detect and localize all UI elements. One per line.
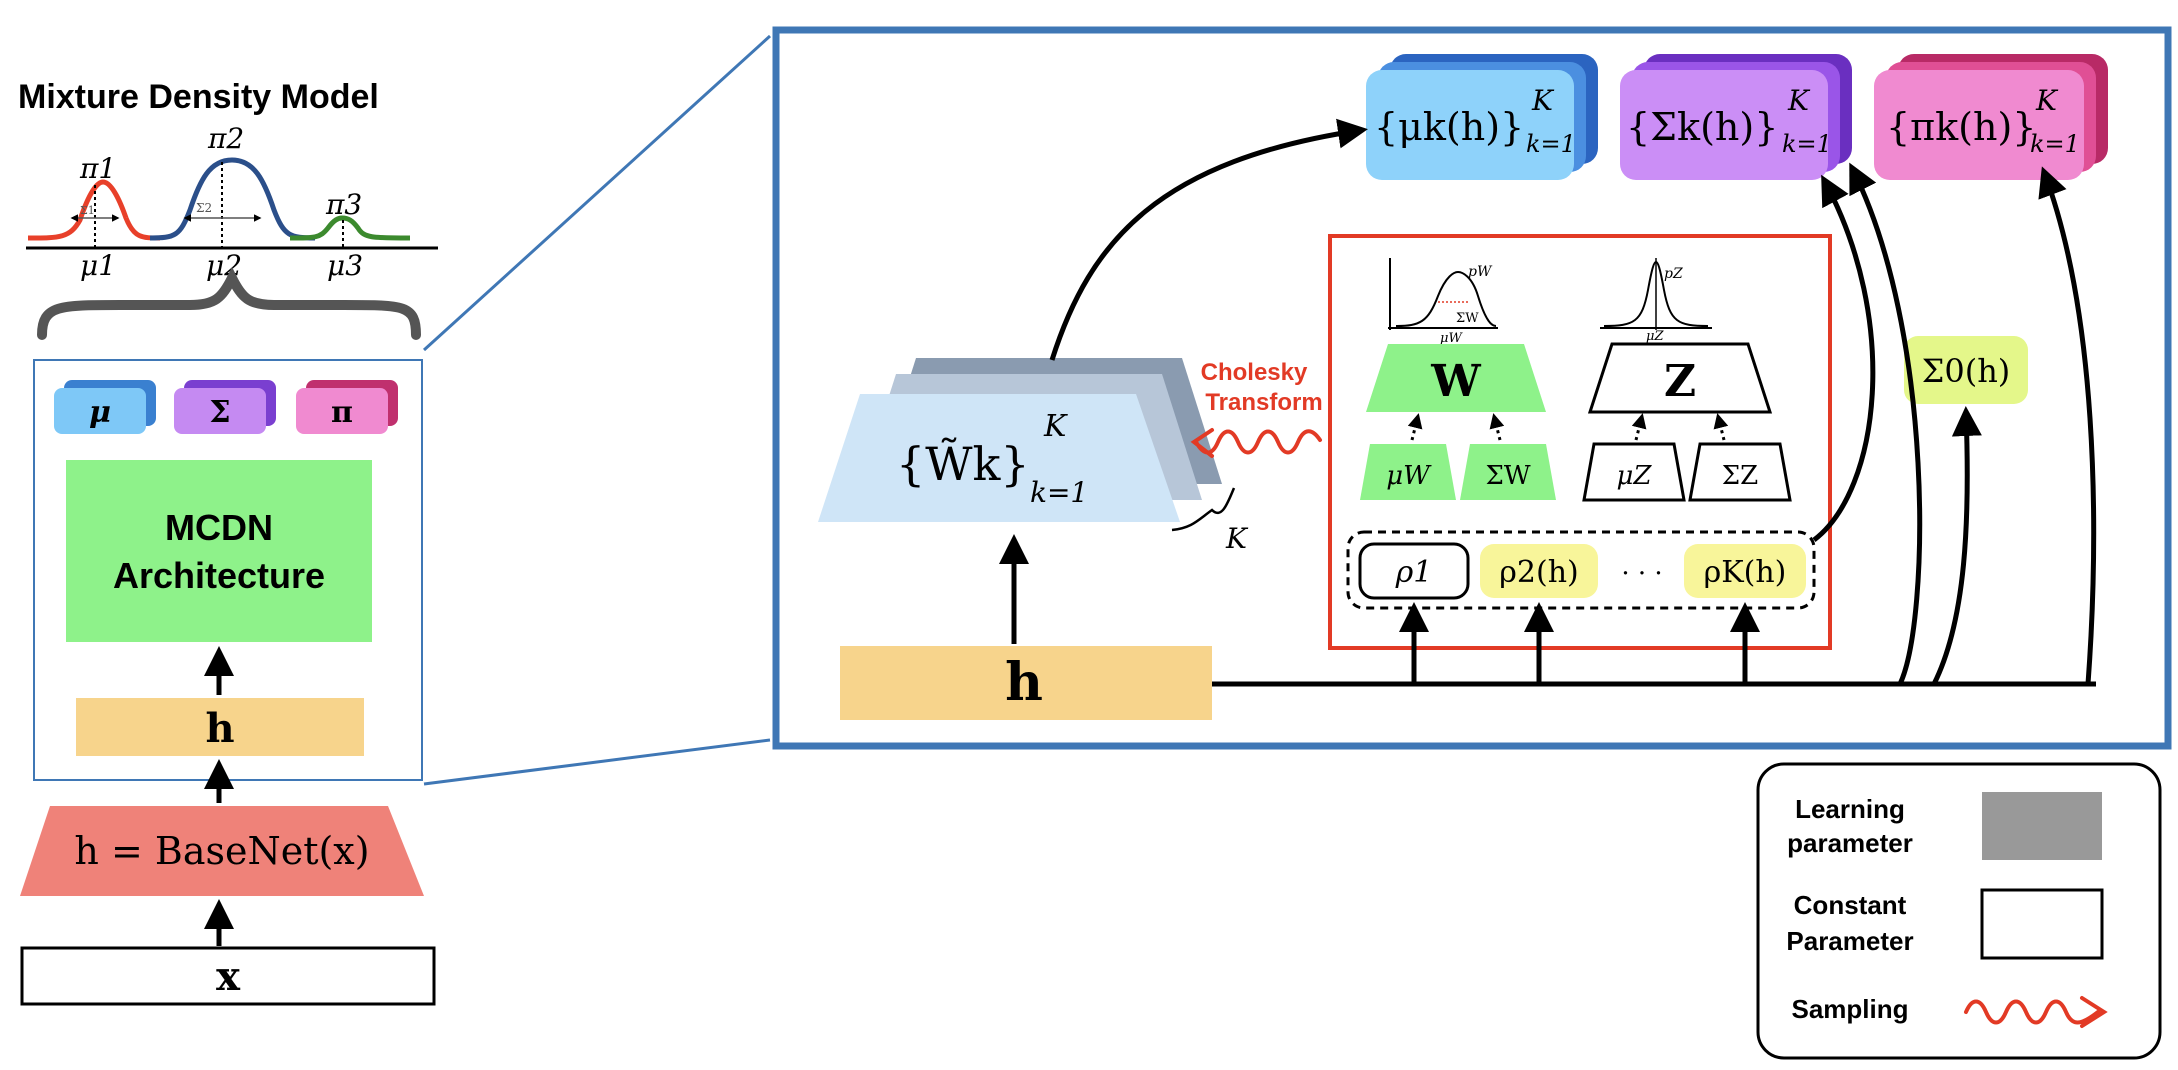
- z-distribution-plot: pZ μZ: [1600, 258, 1712, 344]
- legend-sampling-label: Sampling: [1791, 994, 1908, 1024]
- basenet-block: [20, 806, 424, 896]
- sigma-output-sub: k=1: [1782, 130, 1832, 158]
- sigma0-block: [1904, 336, 2028, 404]
- mixture-title: Mixture Density Model: [18, 78, 379, 116]
- gaussian-curve-3: [289, 215, 411, 241]
- rho-group: [1346, 530, 1816, 610]
- mu-output-label: {μk(h)}: [1374, 105, 1524, 149]
- w-label: W: [1430, 356, 1481, 407]
- rho-dots: · · ·: [1621, 559, 1662, 589]
- arrow-weights-to-mu: [1049, 118, 1368, 361]
- pi-label-2: π2: [207, 122, 244, 155]
- mu-output-tile: {μk(h)} K k=1: [1366, 54, 1598, 180]
- sigma-w-label: ΣW: [1485, 461, 1530, 491]
- sigma-label-1: Σ1: [80, 204, 95, 217]
- rho1-label: ρ1: [1395, 555, 1433, 590]
- sigma-z-label: ΣZ: [1722, 461, 1758, 491]
- pi-output-tile: {πk(h)} K k=1: [1874, 54, 2108, 180]
- sigma-output-label: {Σk(h)}: [1626, 105, 1778, 149]
- weights-sup: K: [1043, 409, 1068, 444]
- weights-sub: k=1: [1030, 476, 1088, 509]
- sigma-output-sup: K: [1787, 84, 1811, 117]
- rho2-label: ρ2(h): [1499, 555, 1578, 590]
- right-h-block: [840, 646, 1212, 720]
- mcdn-label-line1: MCDN: [165, 507, 273, 548]
- w-block: [1366, 344, 1546, 412]
- w-sigma-axis: ΣW: [1456, 311, 1479, 326]
- weights-brace: [1171, 487, 1236, 532]
- weights-brace-label: K: [1225, 522, 1249, 555]
- pi-output-sub: k=1: [2030, 130, 2080, 158]
- arrow-h-to-pi: [2038, 166, 2097, 685]
- w-mu-axis: μW: [1440, 331, 1463, 346]
- cholesky-line2: Transform: [1205, 389, 1322, 416]
- mu-label-3: μ3: [327, 249, 363, 282]
- z-curve-label: pZ: [1664, 266, 1683, 282]
- x-input-label: x: [216, 953, 241, 1000]
- z-mu-axis: μZ: [1646, 329, 1664, 344]
- output-mu-label: μ: [89, 395, 111, 430]
- zoom-line-bottom: [423, 738, 771, 786]
- legend-learning-line1: Learning: [1795, 794, 1905, 824]
- z-block: [1587, 342, 1773, 414]
- left-h-label: h: [205, 705, 234, 752]
- cholesky-sampling-squiggle: [1190, 428, 1322, 458]
- sigma-output-tile: {Σk(h)} K k=1: [1620, 54, 1852, 180]
- pi-output-label: {πk(h)}: [1886, 105, 2036, 149]
- sigma-w-block: [1460, 444, 1556, 500]
- mu-w-block: [1360, 444, 1456, 500]
- pi-label-1: π1: [79, 152, 116, 185]
- rhok-label: ρK(h): [1704, 555, 1787, 590]
- gaussian-curve-1: [27, 179, 161, 241]
- pi-label-3: π3: [325, 188, 362, 221]
- mixture-brace: [37, 266, 421, 340]
- rho2-block: [1480, 544, 1598, 598]
- arrow-h-to-sigma0: [1931, 406, 1982, 686]
- sigma-label-2: Σ2: [196, 201, 212, 215]
- gaussian-curve-2: [149, 157, 316, 241]
- output-sigma-label: Σ: [209, 395, 230, 430]
- z-label: Z: [1664, 356, 1696, 407]
- left-h-block: [76, 698, 364, 756]
- weights-label: {W̃k}: [896, 437, 1030, 491]
- arrow-h-to-sigma: [1849, 162, 1923, 686]
- sigma-z-block: [1688, 442, 1792, 502]
- cholesky-line1: Cholesky: [1201, 359, 1308, 386]
- legend-sampling-squiggle: [1964, 996, 2108, 1028]
- mu-output-sub: k=1: [1526, 130, 1576, 158]
- legend-constant-line1: Constant: [1794, 890, 1907, 920]
- w-curve-label: pW: [1468, 264, 1493, 280]
- sigma0-label: Σ0(h): [1922, 352, 2011, 390]
- zoom-line-top: [422, 34, 772, 352]
- mu-w-label: μW: [1386, 461, 1432, 491]
- rho1-block: [1358, 542, 1470, 600]
- basenet-label: h = BaseNet(x): [74, 829, 369, 873]
- rhok-block: [1684, 544, 1806, 598]
- legend-constant-line2: Parameter: [1786, 926, 1913, 956]
- legend-constant-swatch: [1980, 888, 2104, 960]
- pi-output-sup: K: [2035, 84, 2059, 117]
- legend-learning-line2: parameter: [1787, 828, 1913, 858]
- weights-stack: {W̃k} K k=1 K: [818, 358, 1249, 555]
- sampling-region: [1328, 234, 1832, 650]
- mcdn-architecture-block: [66, 460, 372, 642]
- arrow-rho-to-sigma: [1812, 174, 1876, 542]
- mu-label-1: μ1: [80, 249, 116, 282]
- mcdn-label-line2: Architecture: [113, 555, 325, 596]
- right-h-label: h: [1005, 652, 1043, 713]
- legend-learning-swatch: [1982, 792, 2102, 860]
- mu-output-sup: K: [1531, 84, 1555, 117]
- output-pi-label: π: [331, 395, 353, 430]
- mu-z-block: [1582, 442, 1686, 502]
- mixture-plot: Σ1 Σ2 π1 π2 π3 μ1 μ2 μ3: [26, 122, 438, 282]
- mcdn-output-tiles: μ Σ π: [54, 380, 398, 434]
- x-input-block: [20, 946, 436, 1006]
- mu-z-label: μZ: [1617, 461, 1653, 491]
- w-distribution-plot: pW ΣW μW: [1388, 258, 1498, 346]
